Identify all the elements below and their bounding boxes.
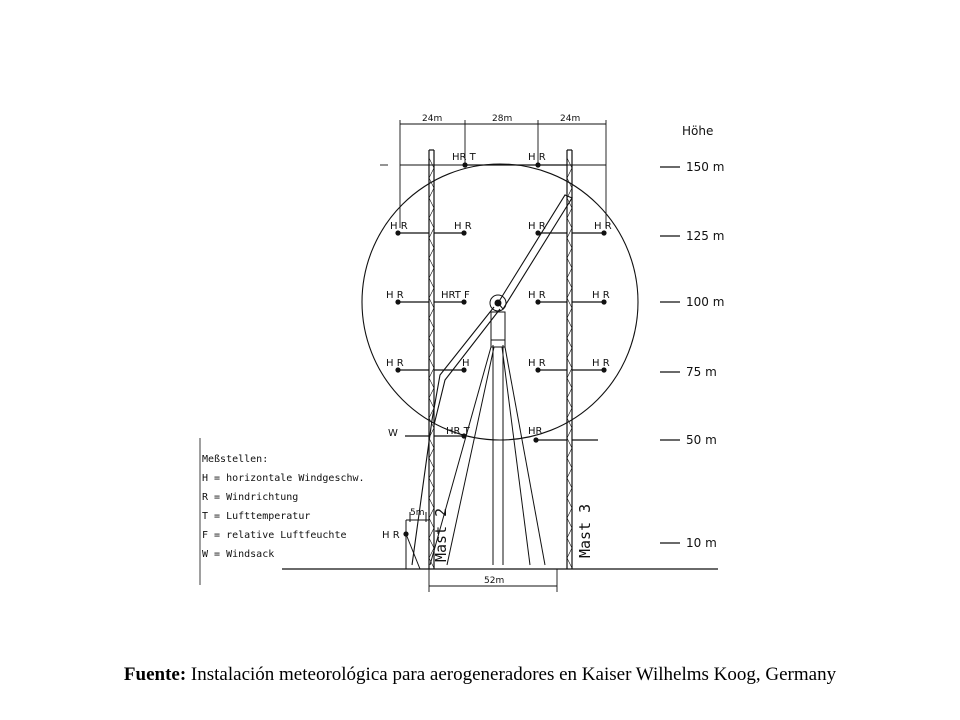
legend-item: R = Windrichtung bbox=[202, 492, 298, 503]
sensor-dots bbox=[395, 162, 607, 537]
sensor-label-50-inner-left: HR T bbox=[446, 426, 471, 437]
sensor-dot bbox=[601, 367, 607, 373]
rotor-blade bbox=[411, 194, 573, 566]
height-150: 150 m bbox=[686, 160, 724, 174]
dim-ground-offset: 5m bbox=[410, 508, 425, 518]
sensor-dot bbox=[535, 162, 541, 168]
dim-top-right: 24m bbox=[560, 114, 580, 124]
sensor-label-50-windsock: W bbox=[388, 428, 398, 439]
sensor-dot bbox=[395, 367, 401, 373]
caption-label: Fuente: bbox=[123, 664, 187, 685]
sensor-dot bbox=[461, 230, 467, 236]
sensor-dot bbox=[395, 299, 401, 305]
dim-top-middle: 28m bbox=[492, 114, 512, 124]
dim-top-left: 24m bbox=[422, 114, 442, 124]
sensor-label-50-inner-right: HR bbox=[528, 426, 543, 437]
height-ticks bbox=[660, 166, 680, 544]
sensor-dot bbox=[461, 433, 467, 439]
sensor-label-100-inner-left: HRT F bbox=[441, 290, 470, 301]
sensor-dot bbox=[601, 230, 607, 236]
sensor-label-100-outer-left: H R bbox=[386, 290, 404, 301]
sensor-dot bbox=[461, 367, 467, 373]
sensor-label-75-outer-left: H R bbox=[386, 358, 404, 369]
legend: Meßstellen: H = horizontale Windgeschw. … bbox=[199, 438, 365, 585]
height-75: 75 m bbox=[686, 365, 717, 379]
sensor-dot bbox=[533, 437, 539, 443]
height-header: Höhe bbox=[682, 124, 713, 138]
wind-turbine-measurement-diagram: 24m 28m 24m bbox=[199, 114, 724, 592]
legend-item: F = relative Luftfeuchte bbox=[202, 530, 347, 541]
mast-3-label: Mast 3 bbox=[576, 504, 594, 558]
mast-2-label: Mast 2 bbox=[432, 508, 450, 562]
sensor-dot bbox=[395, 230, 401, 236]
mast-2 bbox=[428, 149, 435, 569]
base-dimension-line bbox=[428, 569, 558, 592]
sensor-dot bbox=[535, 230, 541, 236]
sensor-label-150-left: HR T bbox=[452, 152, 477, 163]
sensor-label-125-inner-left: H R bbox=[454, 221, 472, 232]
sensor-label-75-outer-right: H R bbox=[592, 358, 610, 369]
dim-base: 52m bbox=[484, 576, 504, 586]
legend-title: Meßstellen: bbox=[202, 454, 268, 465]
legend-item: T = Lufttemperatur bbox=[202, 511, 310, 522]
source-caption: Fuente: Instalación meteorológica para a… bbox=[0, 664, 960, 686]
sensor-label-100-outer-right: H R bbox=[592, 290, 610, 301]
rotor-circle bbox=[361, 163, 639, 441]
height-100: 100 m bbox=[686, 295, 724, 309]
legend-item: W = Windsack bbox=[202, 549, 274, 560]
turbine-nacelle bbox=[489, 294, 507, 341]
sensor-label-125-inner-right: H R bbox=[528, 221, 546, 232]
height-50: 50 m bbox=[686, 433, 717, 447]
sensor-dot bbox=[462, 162, 468, 168]
sensor-label-125-outer-left: H R bbox=[390, 221, 408, 232]
legend-item: H = horizontale Windgeschw. bbox=[202, 473, 365, 484]
sensor-label-10-left: H R bbox=[382, 530, 400, 541]
ground-tower bbox=[405, 512, 429, 570]
sensor-label-75-inner-right: H R bbox=[528, 358, 546, 369]
sensor-dot bbox=[461, 299, 467, 305]
mast-3 bbox=[566, 149, 573, 569]
sensor-dot bbox=[535, 367, 541, 373]
sensor-dot bbox=[601, 299, 607, 305]
height-125: 125 m bbox=[686, 229, 724, 243]
sensor-label-75-inner-left: H bbox=[462, 358, 470, 369]
height-10: 10 m bbox=[686, 536, 717, 550]
sensor-label-125-outer-right: H R bbox=[594, 221, 612, 232]
sensor-dot bbox=[535, 299, 541, 305]
sensor-booms bbox=[398, 164, 604, 441]
caption-text: Instalación meteorológica para aerogener… bbox=[186, 664, 837, 685]
sensor-label-150-right: H R bbox=[528, 152, 546, 163]
sensor-label-100-inner-right: H R bbox=[528, 290, 546, 301]
